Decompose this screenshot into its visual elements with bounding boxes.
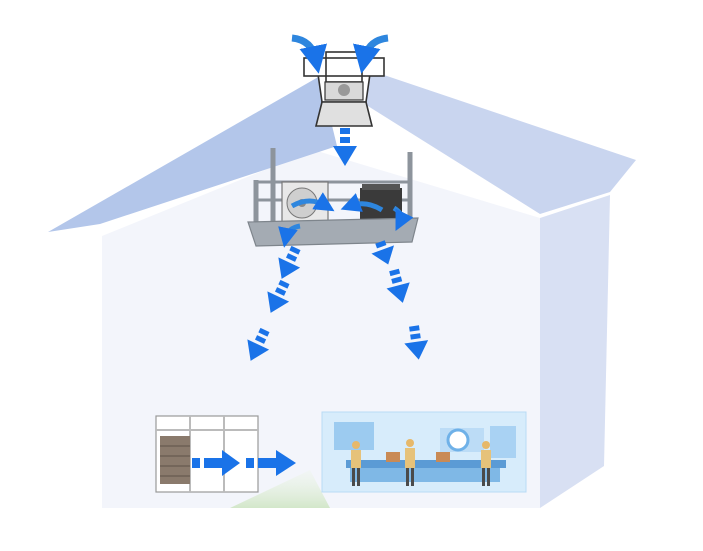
airflow-arrow-right-1 xyxy=(371,240,395,265)
airflow-arrow-right-2 xyxy=(386,268,410,303)
side-wall xyxy=(540,195,610,508)
factory-workers-icon xyxy=(321,411,527,493)
airflow-arrow-right-3 xyxy=(404,325,429,360)
fan-down-arrow xyxy=(333,128,357,166)
airflow-arrows xyxy=(247,240,429,361)
horizontal-airflow-arrows xyxy=(192,450,296,476)
floor xyxy=(230,470,330,508)
equipment-platform xyxy=(247,148,419,248)
worker-icon xyxy=(481,441,491,486)
airflow-arrow-left-3 xyxy=(247,327,270,361)
roof-back xyxy=(320,74,636,214)
airflow-arrow-left-2 xyxy=(267,279,290,313)
worker-icon xyxy=(405,439,415,486)
air-in-right-arrow xyxy=(353,34,389,74)
worker-icon xyxy=(351,441,361,486)
air-in-left-arrow xyxy=(291,34,327,74)
intake-fan-icon xyxy=(291,34,389,127)
airflow-arrow-left-1 xyxy=(278,245,301,279)
roof-front xyxy=(48,76,337,232)
window-cooler-icon xyxy=(155,415,259,493)
